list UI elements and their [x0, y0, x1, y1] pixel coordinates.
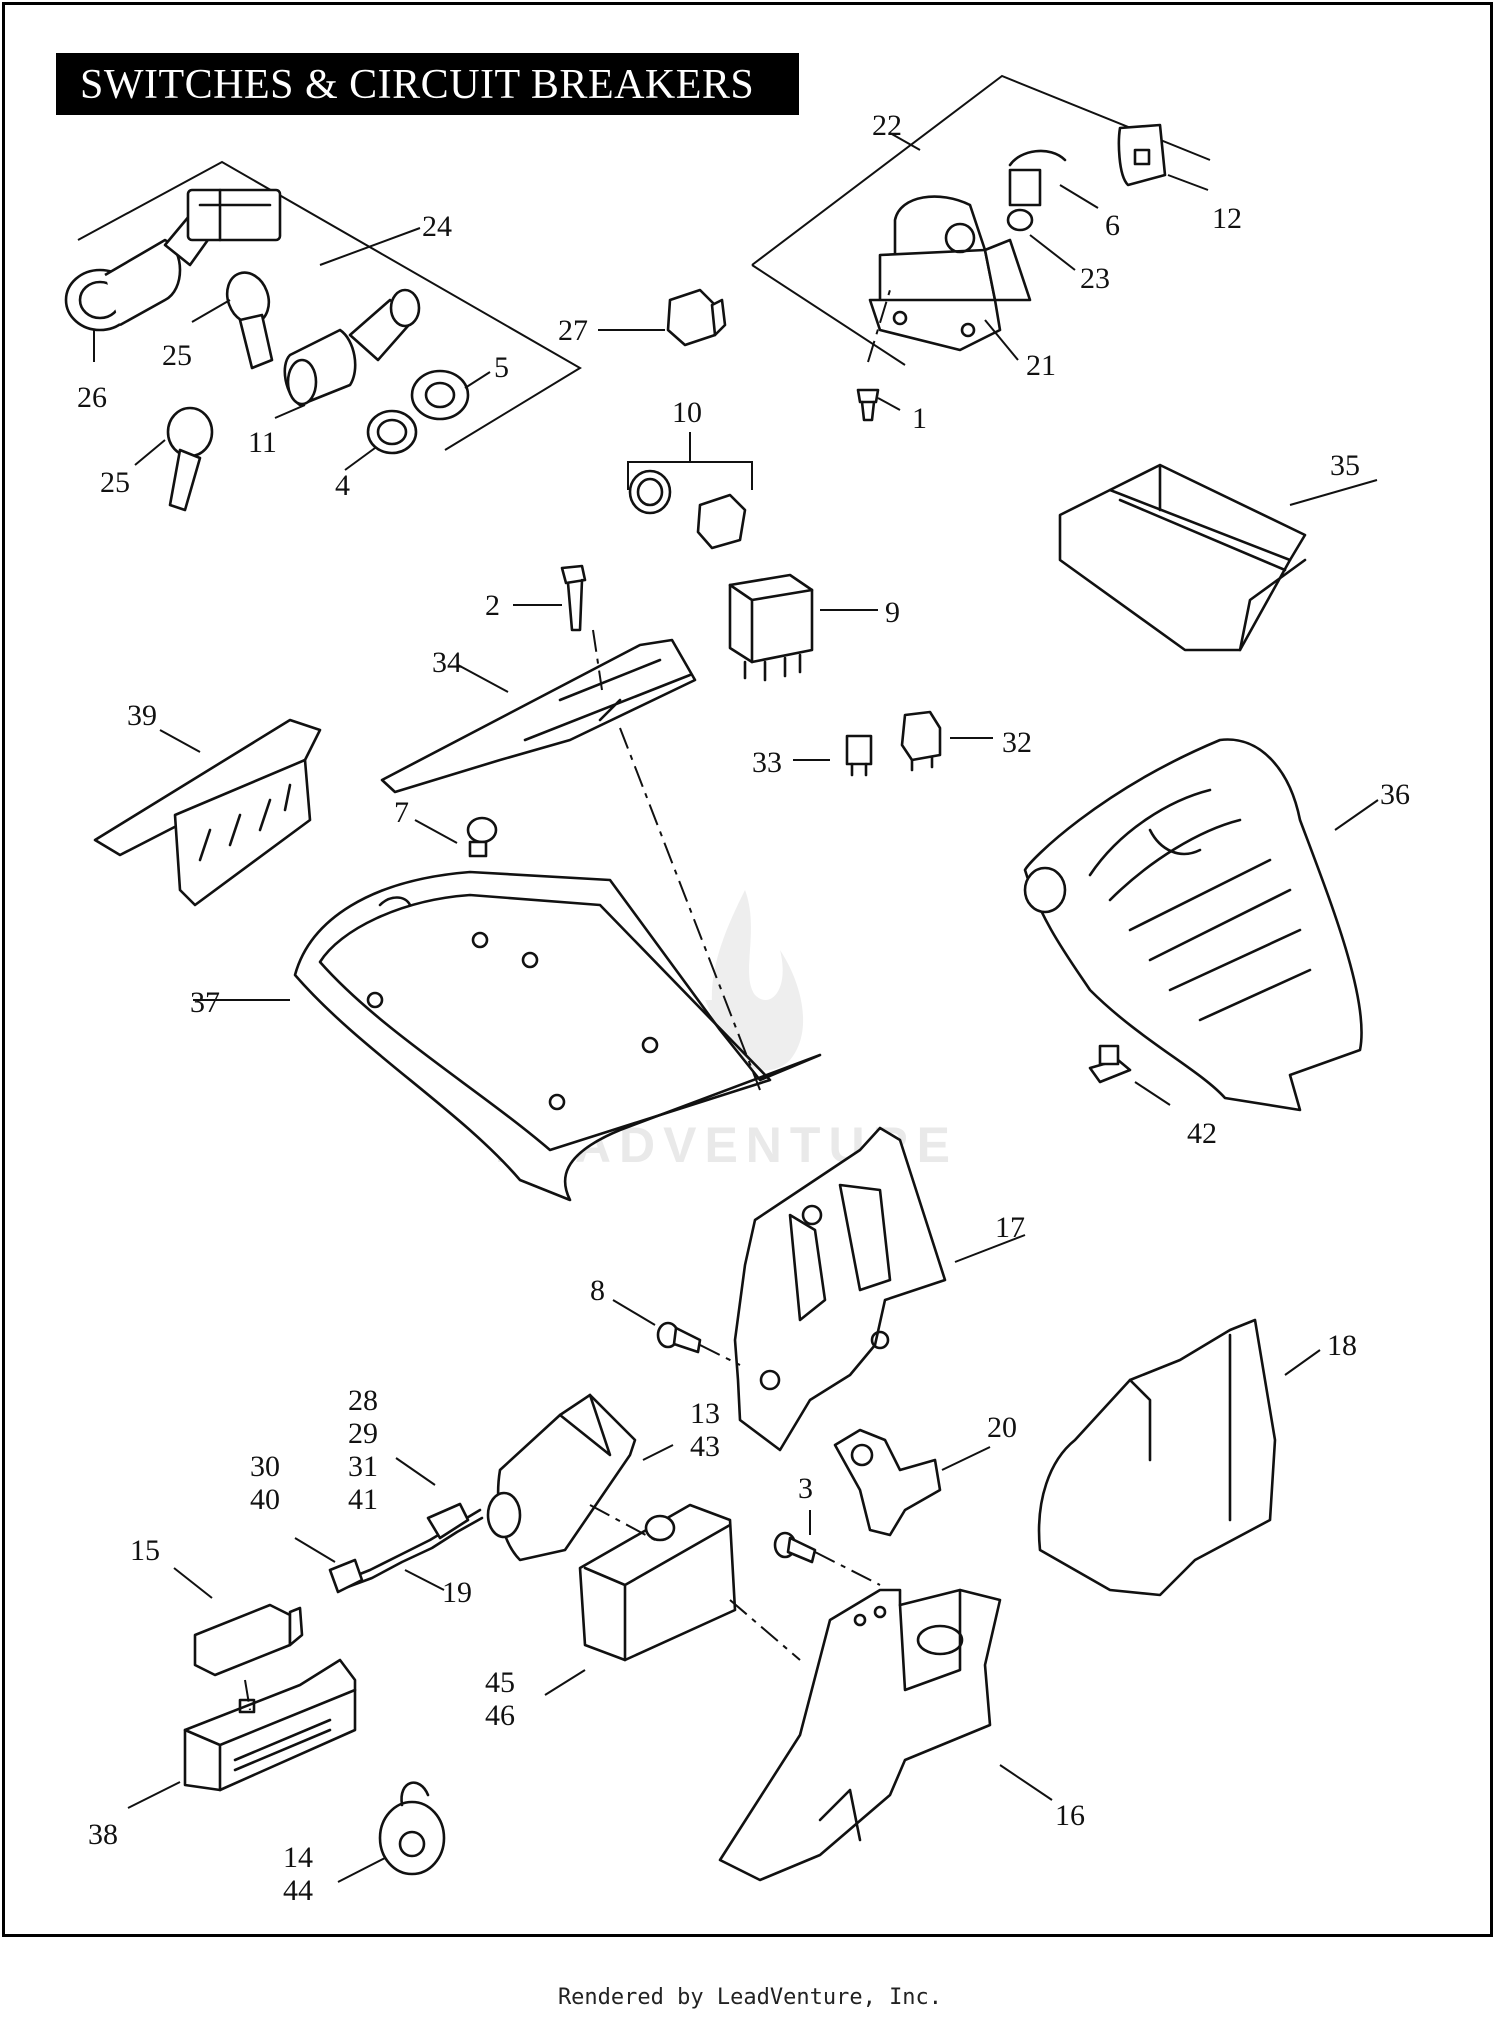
part-38-security-module[interactable]: [183, 1658, 357, 1792]
callout-25-lower: 25: [100, 466, 130, 499]
part-5-nut[interactable]: [410, 369, 470, 421]
callout-5: 5: [494, 351, 509, 384]
callout-17: 17: [995, 1211, 1025, 1244]
callout-18: 18: [1327, 1329, 1357, 1362]
callout-13: 13: [690, 1397, 720, 1430]
part-17-mounting-bracket[interactable]: [733, 1126, 947, 1452]
part-27-pressure-switch[interactable]: [666, 288, 727, 347]
callout-32: 32: [1002, 726, 1032, 759]
assembly-lines: [244, 289, 891, 1711]
parts-diagram: LEADVENTURE: [64, 74, 1410, 1907]
group-bracket-24: [77, 160, 582, 451]
part-37-battery-tray[interactable]: [293, 870, 822, 1202]
callout-23: 23: [1080, 262, 1110, 295]
callout-9: 9: [885, 596, 900, 629]
callout-44: 44: [283, 1874, 313, 1907]
callout-19: 19: [442, 1576, 472, 1609]
part-32-maxi-fuse[interactable]: [900, 710, 942, 772]
page-title: SWITCHES & CIRCUIT BREAKERS: [80, 62, 755, 108]
part-36-housing[interactable]: [1023, 738, 1363, 1112]
part-14-key-fob[interactable]: [378, 1781, 446, 1876]
part-35-cover[interactable]: [1058, 463, 1307, 652]
part-18-side-cover[interactable]: [1037, 1318, 1277, 1597]
part-25-key-upper[interactable]: [220, 267, 275, 370]
part-33-mini-fuse[interactable]: [845, 734, 873, 777]
part-34-mounting-plate[interactable]: [380, 638, 697, 794]
group-bracket-10: [627, 432, 753, 490]
callout-2: 2: [485, 589, 500, 622]
callout-25-upper: 25: [162, 339, 192, 372]
part-10-oring[interactable]: [628, 469, 672, 515]
callout-40: 40: [250, 1483, 280, 1516]
callout-30: 30: [250, 1450, 280, 1483]
callout-20: 20: [987, 1411, 1017, 1444]
callout-16: 16: [1055, 1799, 1085, 1832]
leader-lines: [93, 132, 1379, 1883]
part-11-lock-cylinder[interactable]: [283, 288, 421, 407]
callout-36: 36: [1380, 778, 1410, 811]
part-39-bracket[interactable]: [93, 718, 322, 907]
callout-26: 26: [77, 381, 107, 414]
callout-31: 31: [348, 1450, 378, 1483]
callout-8: 8: [590, 1274, 605, 1307]
footer-credit: Rendered by LeadVenture, Inc.: [557, 1985, 943, 2010]
callout-24: 24: [422, 210, 452, 243]
part-45-module-box[interactable]: [578, 1503, 737, 1662]
part-15-fob-receiver[interactable]: [193, 1603, 304, 1677]
callout-38: 38: [88, 1818, 118, 1851]
part-19-wiring-harness[interactable]: [328, 1502, 484, 1594]
callout-11: 11: [248, 426, 277, 459]
callout-1: 1: [912, 402, 927, 435]
callout-41: 41: [348, 1483, 378, 1516]
part-21-solenoid[interactable]: [868, 195, 1032, 352]
part-20-clip[interactable]: [833, 1428, 942, 1537]
callout-45: 45: [485, 1666, 515, 1699]
callout-33: 33: [752, 746, 782, 779]
callout-12: 12: [1212, 202, 1242, 235]
part-8-screw[interactable]: [656, 1321, 702, 1354]
part-7-rubber-grommet[interactable]: [466, 816, 498, 858]
part-26-ignition-switch[interactable]: [64, 188, 282, 332]
title-bar: SWITCHES & CIRCUIT BREAKERS: [56, 53, 799, 115]
part-10-switch[interactable]: [696, 493, 747, 550]
callout-21: 21: [1026, 349, 1056, 382]
part-2-bolt[interactable]: [560, 564, 587, 632]
part-13-module[interactable]: [486, 1393, 637, 1562]
callout-46: 46: [485, 1699, 515, 1732]
callout-34: 34: [432, 646, 462, 679]
callout-4: 4: [335, 469, 350, 502]
callout-6: 6: [1105, 209, 1120, 242]
part-6-wire-clip[interactable]: [1006, 149, 1067, 232]
part-3-screw[interactable]: [773, 1531, 817, 1564]
callout-37: 37: [190, 986, 220, 1019]
part-9-relay[interactable]: [728, 573, 814, 682]
part-16-housing-base[interactable]: [718, 1588, 1002, 1882]
callout-28: 28: [348, 1384, 378, 1417]
callout-43: 43: [690, 1430, 720, 1463]
callout-15: 15: [130, 1534, 160, 1567]
part-42-connector[interactable]: [1088, 1044, 1132, 1084]
part-1-screw[interactable]: [856, 388, 880, 422]
callout-22: 22: [872, 109, 902, 142]
callout-39: 39: [127, 699, 157, 732]
callout-35: 35: [1330, 449, 1360, 482]
callout-3: 3: [798, 1472, 813, 1505]
part-4-washer[interactable]: [366, 409, 418, 455]
callout-29: 29: [348, 1417, 378, 1450]
part-12-bracket-clip[interactable]: [1117, 123, 1167, 187]
callout-27: 27: [558, 314, 588, 347]
callout-42: 42: [1187, 1117, 1217, 1150]
part-25-key-lower[interactable]: [166, 406, 214, 512]
callout-numbers: 24 26 25 25 11 4 5 27 22 6 23 12 21 1 10…: [77, 109, 1410, 1907]
callout-14: 14: [283, 1841, 313, 1874]
callout-7: 7: [394, 796, 409, 829]
callout-10: 10: [672, 396, 702, 429]
diagram-frame: [2, 2, 1493, 1937]
